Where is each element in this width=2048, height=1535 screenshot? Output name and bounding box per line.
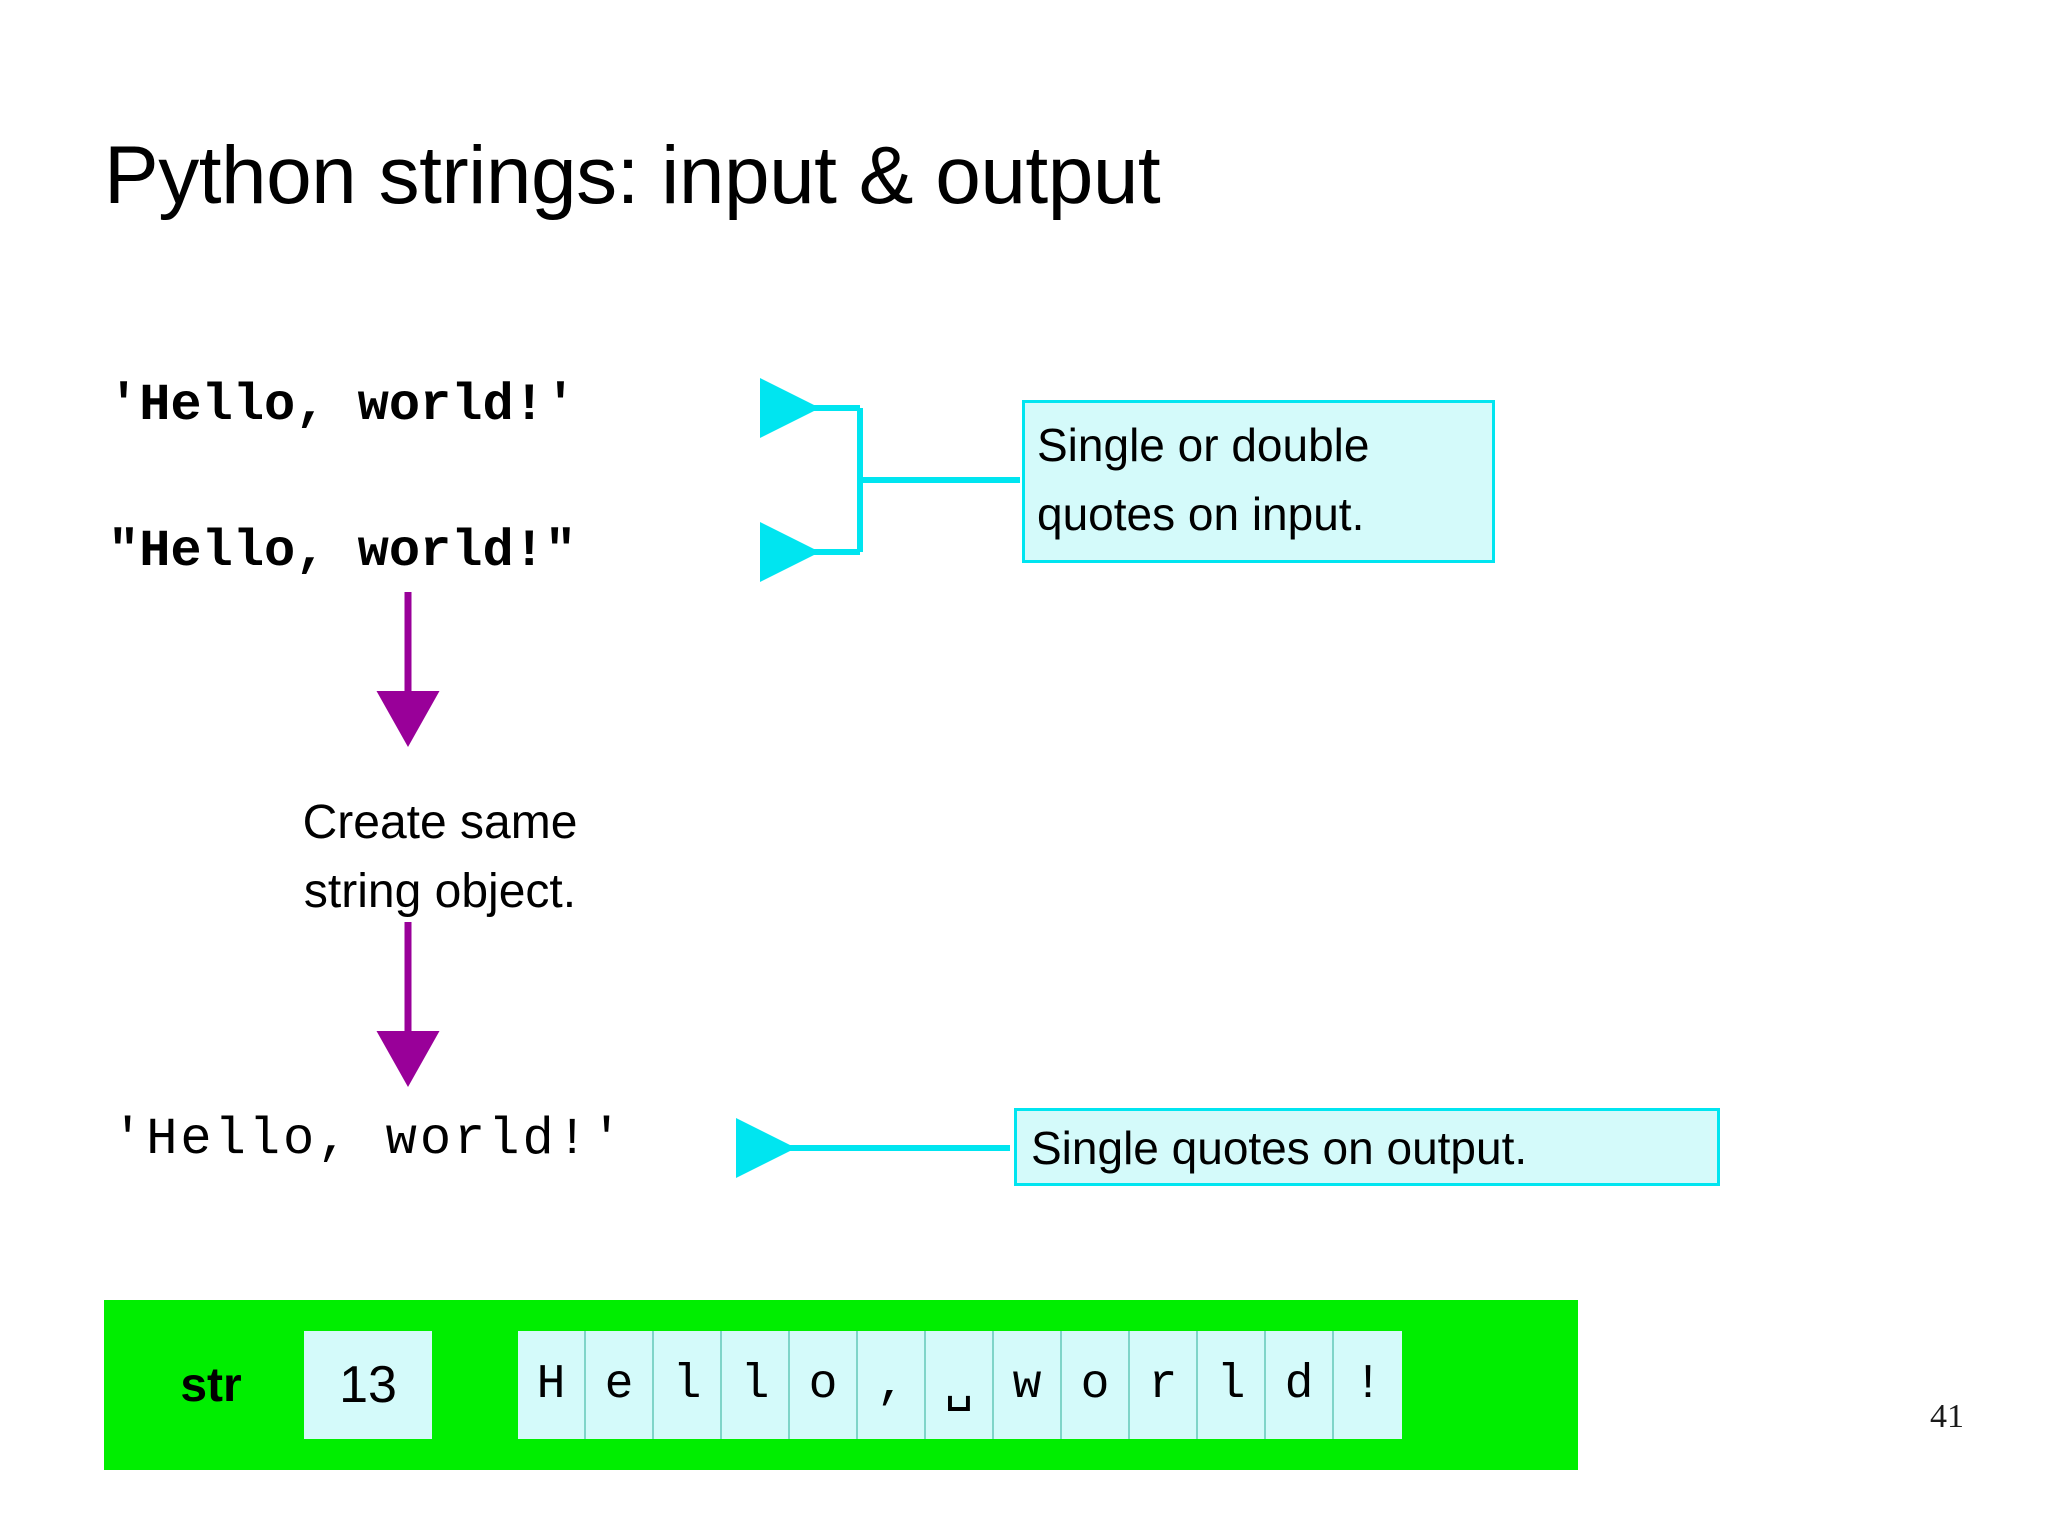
cyan-fork-connector-input	[760, 378, 1020, 582]
memory-char-cell: e	[586, 1331, 654, 1439]
callout-input-line2: quotes on input.	[1037, 488, 1365, 540]
memory-char-cell: !	[1334, 1331, 1402, 1439]
page-number: 41	[1930, 1398, 1964, 1435]
page-title: Python strings: input & output	[104, 130, 1161, 221]
memory-char-cell: o	[1062, 1331, 1130, 1439]
memory-char-cell: o	[790, 1331, 858, 1439]
memory-type-label: str	[180, 1358, 242, 1412]
memory-char-cell: H	[518, 1331, 586, 1439]
memory-char-cell: l	[722, 1331, 790, 1439]
annotation-line2: string object.	[303, 865, 577, 918]
memory-length-cell: 13	[304, 1331, 432, 1439]
annotation-create-same-string: Create same string object.	[230, 788, 650, 926]
memory-char-cell: ␣	[926, 1331, 994, 1439]
memory-char-cell: l	[654, 1331, 722, 1439]
callout-input-line1: Single or double	[1037, 419, 1370, 471]
code-line-input-double-quoted: "Hello, world!"	[108, 522, 577, 581]
code-line-output-repr: 'Hello, world!'	[112, 1110, 626, 1169]
code-line-input-single-quoted: 'Hello, world!'	[108, 376, 577, 435]
callout-output-quotes: Single quotes on output.	[1014, 1108, 1720, 1186]
callout-output-line1: Single quotes on output.	[1031, 1122, 1528, 1174]
callout-input-quotes: Single or double quotes on input.	[1022, 400, 1495, 563]
memory-char-cell: d	[1266, 1331, 1334, 1439]
memory-char-cell: l	[1198, 1331, 1266, 1439]
memory-char-cell: r	[1130, 1331, 1198, 1439]
annotation-line1: Create same	[302, 796, 578, 849]
memory-char-cell: w	[994, 1331, 1062, 1439]
memory-char-cell: ,	[858, 1331, 926, 1439]
